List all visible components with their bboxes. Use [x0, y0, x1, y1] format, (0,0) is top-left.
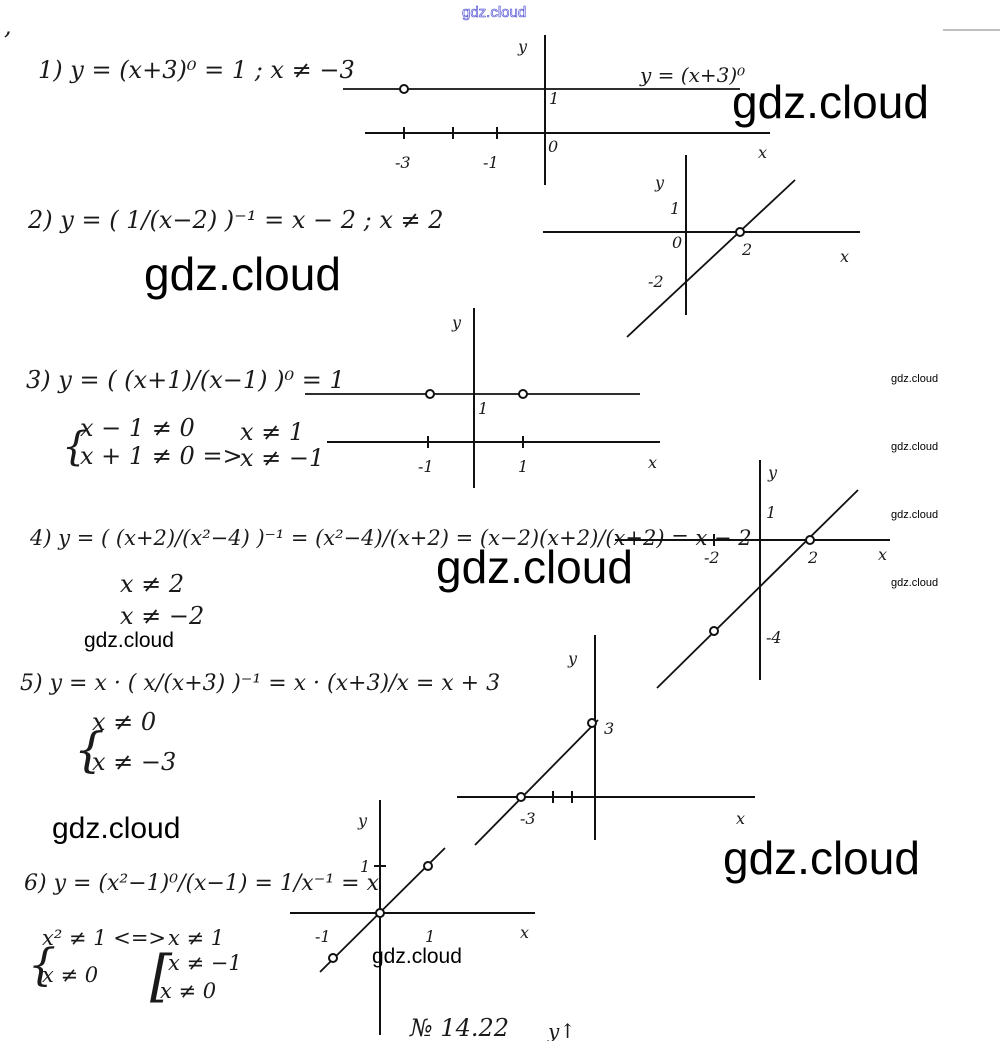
condition-line: x ≠ −2 — [120, 602, 204, 630]
y-axis-label: y — [654, 173, 665, 192]
hole-point — [735, 227, 745, 237]
watermark: gdz.cloud — [732, 76, 929, 128]
system-line: x ≠ −3 — [92, 748, 176, 776]
stray-mark: , — [4, 12, 12, 40]
watermark: gdz.cloud — [723, 832, 920, 884]
condition-line: x ≠ 2 — [120, 570, 184, 598]
graph-4: 1 -2 2 -4 y x — [615, 460, 890, 689]
tick-label: 1 — [518, 457, 528, 476]
eq-6: 6) y = (x²−1)⁰/(x−1) = 1/x⁻¹ = x — [24, 871, 380, 896]
system-line: x ≠ 0 — [92, 708, 156, 736]
hole-point — [425, 389, 435, 399]
watermark: gdz.cloud — [52, 812, 180, 845]
y-axis-label: y — [451, 313, 462, 332]
y-axis-label: y — [517, 37, 528, 56]
system-line: x ≠ 0 — [42, 963, 98, 987]
tick-label: 1 — [766, 503, 776, 522]
result-line: x ≠ 1 — [168, 926, 224, 950]
graph-3: -1 1 1 y x — [305, 308, 660, 488]
hole-point — [518, 389, 528, 399]
watermark: gdz.cloud — [891, 441, 938, 453]
graph-5: 3 -3 y x — [457, 635, 755, 846]
watermark: gdz.cloud — [84, 629, 174, 652]
tick-label: 3 — [604, 719, 614, 738]
system-brace: { — [74, 722, 105, 778]
hole-point — [805, 535, 815, 545]
graph-6: 1 -1 1 y x — [290, 800, 535, 1035]
tick-label: 1 — [360, 857, 370, 876]
hole-point — [423, 861, 433, 871]
origin-label: 0 — [672, 233, 682, 252]
x-axis-label: x — [648, 453, 657, 472]
result-line: x ≠ 0 — [160, 979, 216, 1003]
hole-point — [375, 908, 385, 918]
tick-label: -1 — [483, 153, 499, 172]
function-line — [626, 179, 796, 338]
tick-label: -2 — [704, 548, 720, 567]
next-graph-start: y↑ — [547, 1019, 576, 1041]
result-line: x ≠ −1 — [168, 951, 242, 975]
graph-1: -3 -1 0 1 y x y = (x+3)⁰ — [343, 35, 770, 185]
graph-2: 1 0 2 -2 y x — [543, 155, 860, 338]
y-axis-label: y — [357, 811, 368, 830]
system-line: x − 1 ≠ 0 — [80, 414, 195, 442]
tick-label: 1 — [670, 199, 680, 218]
function-line — [474, 719, 599, 846]
watermark: gdz.cloud — [436, 541, 633, 593]
hole-point — [709, 626, 719, 636]
function-line — [656, 489, 859, 689]
tick-label: 2 — [807, 548, 818, 567]
system-brace: { — [62, 424, 87, 470]
watermark: gdz.cloud — [372, 945, 462, 968]
x-axis-label: x — [758, 143, 767, 162]
x-axis-label: x — [840, 247, 849, 266]
watermark: gdz.cloud — [891, 373, 938, 385]
eq-5: 5) y = x · ( x/(x+3) )⁻¹ = x · (x+3)/x =… — [20, 671, 500, 696]
y-axis-label: y — [767, 463, 778, 482]
watermark: gdz.cloud — [144, 248, 341, 300]
graph-note: y = (x+3)⁰ — [639, 63, 745, 87]
system-brace: [ — [150, 944, 173, 1009]
tick-label: -3 — [395, 153, 411, 172]
result-line: x ≠ 1 — [240, 418, 304, 446]
system-brace: { — [28, 940, 56, 991]
tick-label: 1 — [478, 399, 488, 418]
watermark: gdz.cloud — [891, 577, 938, 589]
tick-label: -1 — [315, 927, 331, 946]
next-problem-number: № 14.22 — [409, 1014, 509, 1041]
hole-point — [399, 84, 409, 94]
eq-1: 1) y = (x+3)⁰ = 1 ; x ≠ −3 — [38, 56, 355, 84]
watermark: gdz.cloud — [462, 4, 526, 21]
tick-label: -1 — [418, 457, 434, 476]
x-axis-label: x — [878, 545, 887, 564]
system-line: x + 1 ≠ 0 => — [80, 442, 243, 470]
hole-point — [587, 718, 597, 728]
tick-label: 1 — [549, 89, 559, 108]
eq-3: 3) y = ( (x+1)/(x−1) )⁰ = 1 — [26, 366, 345, 394]
eq-2: 2) y = ( 1/(x−2) )⁻¹ = x − 2 ; x ≠ 2 — [27, 206, 444, 234]
hole-point — [516, 792, 526, 802]
origin-label: 0 — [548, 137, 558, 156]
tick-label: -2 — [648, 272, 664, 291]
tick-label: 1 — [425, 927, 435, 946]
system-line: x² ≠ 1 <=> — [42, 926, 166, 950]
y-axis-label: y — [567, 649, 578, 668]
hole-point — [328, 953, 338, 963]
watermark: gdz.cloud — [891, 509, 938, 521]
tick-label: 2 — [741, 240, 752, 259]
x-axis-label: x — [520, 923, 529, 942]
x-axis-label: x — [736, 809, 745, 828]
result-line: x ≠ −1 — [240, 444, 324, 472]
eq-4: 4) y = ( (x+2)/(x²−4) )⁻¹ = (x²−4)/(x+2)… — [29, 526, 752, 550]
tick-label: -3 — [520, 809, 536, 828]
tick-label: -4 — [766, 628, 782, 647]
